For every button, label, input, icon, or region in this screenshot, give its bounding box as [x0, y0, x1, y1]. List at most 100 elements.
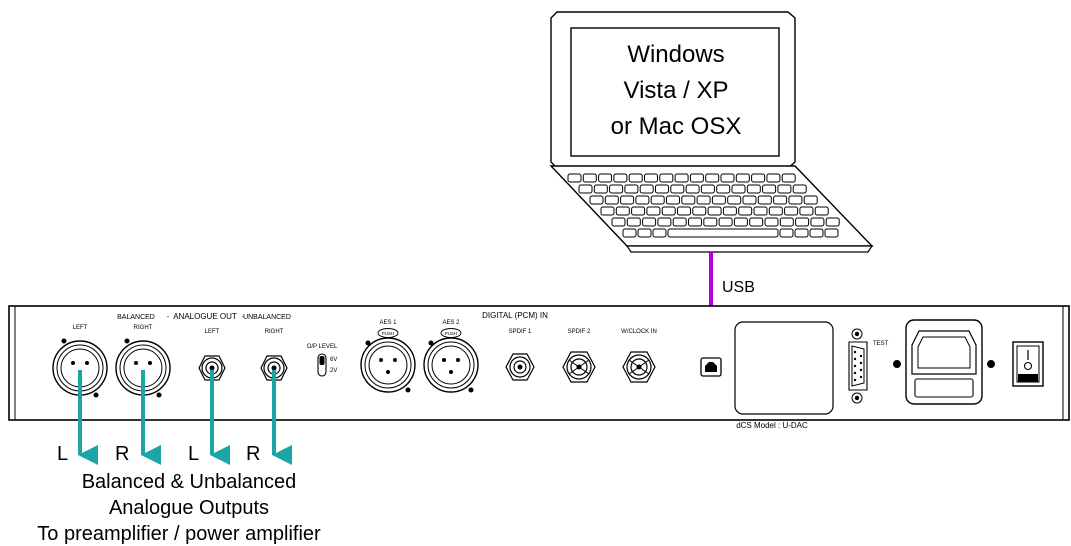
label-digital-in: DIGITAL (PCM) IN [482, 311, 548, 320]
keyboard-key [642, 217, 657, 227]
keyboard-key [615, 206, 630, 216]
keyboard-key [825, 217, 840, 227]
keyboard-key [670, 184, 685, 194]
keyboard-key [589, 195, 604, 205]
keyboard-key [731, 184, 746, 194]
svg-text:-: - [242, 314, 245, 321]
keyboard-key [753, 206, 768, 216]
op-6v-label: 6V [330, 357, 337, 363]
keyboard-key [661, 206, 676, 216]
keyboard-key [749, 217, 764, 227]
keyboard-key [685, 184, 700, 194]
keyboard-key [593, 184, 608, 194]
rca-right-label: RIGHT [265, 329, 284, 335]
screen-line-2: Vista / XP [624, 77, 729, 104]
spdif2-input[interactable] [562, 351, 596, 383]
keyboard-key [751, 173, 766, 183]
keyboard-key [742, 195, 757, 205]
aes1-push-label: PUSH [382, 331, 395, 336]
channel-l-balanced: L [57, 443, 68, 465]
keyboard-key [650, 195, 665, 205]
keyboard-key [809, 228, 824, 238]
power-switch[interactable] [1012, 341, 1044, 387]
power-inlet[interactable] [893, 319, 995, 405]
keyboard-key [657, 217, 672, 227]
keyboard-key [637, 228, 652, 238]
keyboard-key [681, 195, 696, 205]
keyboard-key [613, 173, 628, 183]
keyboard-key [779, 228, 794, 238]
keyboard-key [718, 217, 733, 227]
aes2-push-label: PUSH [445, 331, 458, 336]
test-port[interactable] [848, 328, 868, 404]
xlr-output-left[interactable] [52, 338, 108, 398]
laptop: Windows Vista / XP or Mac OSX [549, 11, 874, 253]
keyboard-key [768, 206, 783, 216]
model-label: dCS Model : U-DAC [736, 421, 808, 430]
keyboard-key [598, 173, 613, 183]
keyboard-key [626, 217, 641, 227]
keyboard-key [644, 173, 658, 183]
xlr-right-label: RIGHT [134, 325, 153, 331]
aes2-input[interactable]: PUSH [423, 328, 479, 393]
channel-l-unbalanced: L [188, 443, 199, 465]
keyboard-key [677, 206, 691, 216]
keyboard-key [781, 173, 796, 183]
usb-b-socket[interactable] [700, 357, 722, 377]
wclock-label: W/CLOCK IN [621, 329, 657, 335]
keyboard-key [700, 184, 715, 194]
spdif1-label: SPDIF 1 [509, 329, 532, 335]
keyboard-key [777, 184, 792, 194]
rca-left-label: LEFT [205, 329, 220, 335]
op-2v-label: 2V [330, 368, 337, 374]
keyboard-key [757, 195, 772, 205]
screen-line-1: Windows [627, 41, 724, 68]
keyboard-key [779, 217, 794, 227]
keyboard-key [567, 173, 582, 183]
keyboard-key [631, 206, 646, 216]
panel-body [8, 305, 1070, 421]
aes1-label: AES 1 [379, 320, 397, 326]
keyboard-key [824, 228, 839, 238]
xlr-output-right[interactable] [115, 338, 171, 398]
output-caption-line-1: Balanced & Unbalanced [82, 471, 297, 493]
keyboard-key [814, 206, 829, 216]
keyboard-key [652, 228, 667, 238]
label-balanced: BALANCED [117, 314, 155, 321]
wordclock-input[interactable] [622, 351, 656, 383]
test-label: TEST [873, 341, 889, 347]
keyboard-key [733, 217, 748, 227]
keyboard-key [624, 184, 639, 194]
op-level-label: O/P LEVEL [307, 344, 338, 350]
spdif2-label: SPDIF 2 [568, 329, 591, 335]
keyboard-key [788, 195, 803, 205]
channel-r-unbalanced: R [246, 443, 260, 465]
keyboard-key [666, 195, 680, 205]
laptop-screen [570, 27, 780, 157]
model-badge [734, 321, 834, 415]
keyboard-key [794, 228, 809, 238]
aes2-label: AES 2 [442, 320, 460, 326]
keyboard-key [762, 184, 777, 194]
label-analogue-out: ANALOGUE OUT [173, 312, 237, 321]
spdif1-input[interactable] [505, 353, 535, 381]
op-level-switch[interactable] [317, 353, 327, 377]
keyboard-key [803, 195, 818, 205]
keyboard-key [609, 184, 624, 194]
screen-line-3: or Mac OSX [611, 113, 742, 140]
keyboard-key [611, 217, 626, 227]
keyboard-key [764, 217, 779, 227]
keyboard-key [659, 173, 674, 183]
keyboard-key [795, 217, 810, 227]
keyboard-key [722, 206, 737, 216]
keyboard-key [784, 206, 799, 216]
keyboard-key [707, 206, 722, 216]
keyboard-key [622, 228, 637, 238]
rca-output-left[interactable] [198, 355, 226, 381]
svg-text:-: - [167, 314, 170, 321]
keyboard-key [582, 173, 597, 183]
keyboard-key [628, 173, 643, 183]
aes1-input[interactable]: PUSH [360, 328, 416, 393]
keyboard-key [727, 195, 742, 205]
keyboard-spacebar [667, 228, 779, 238]
